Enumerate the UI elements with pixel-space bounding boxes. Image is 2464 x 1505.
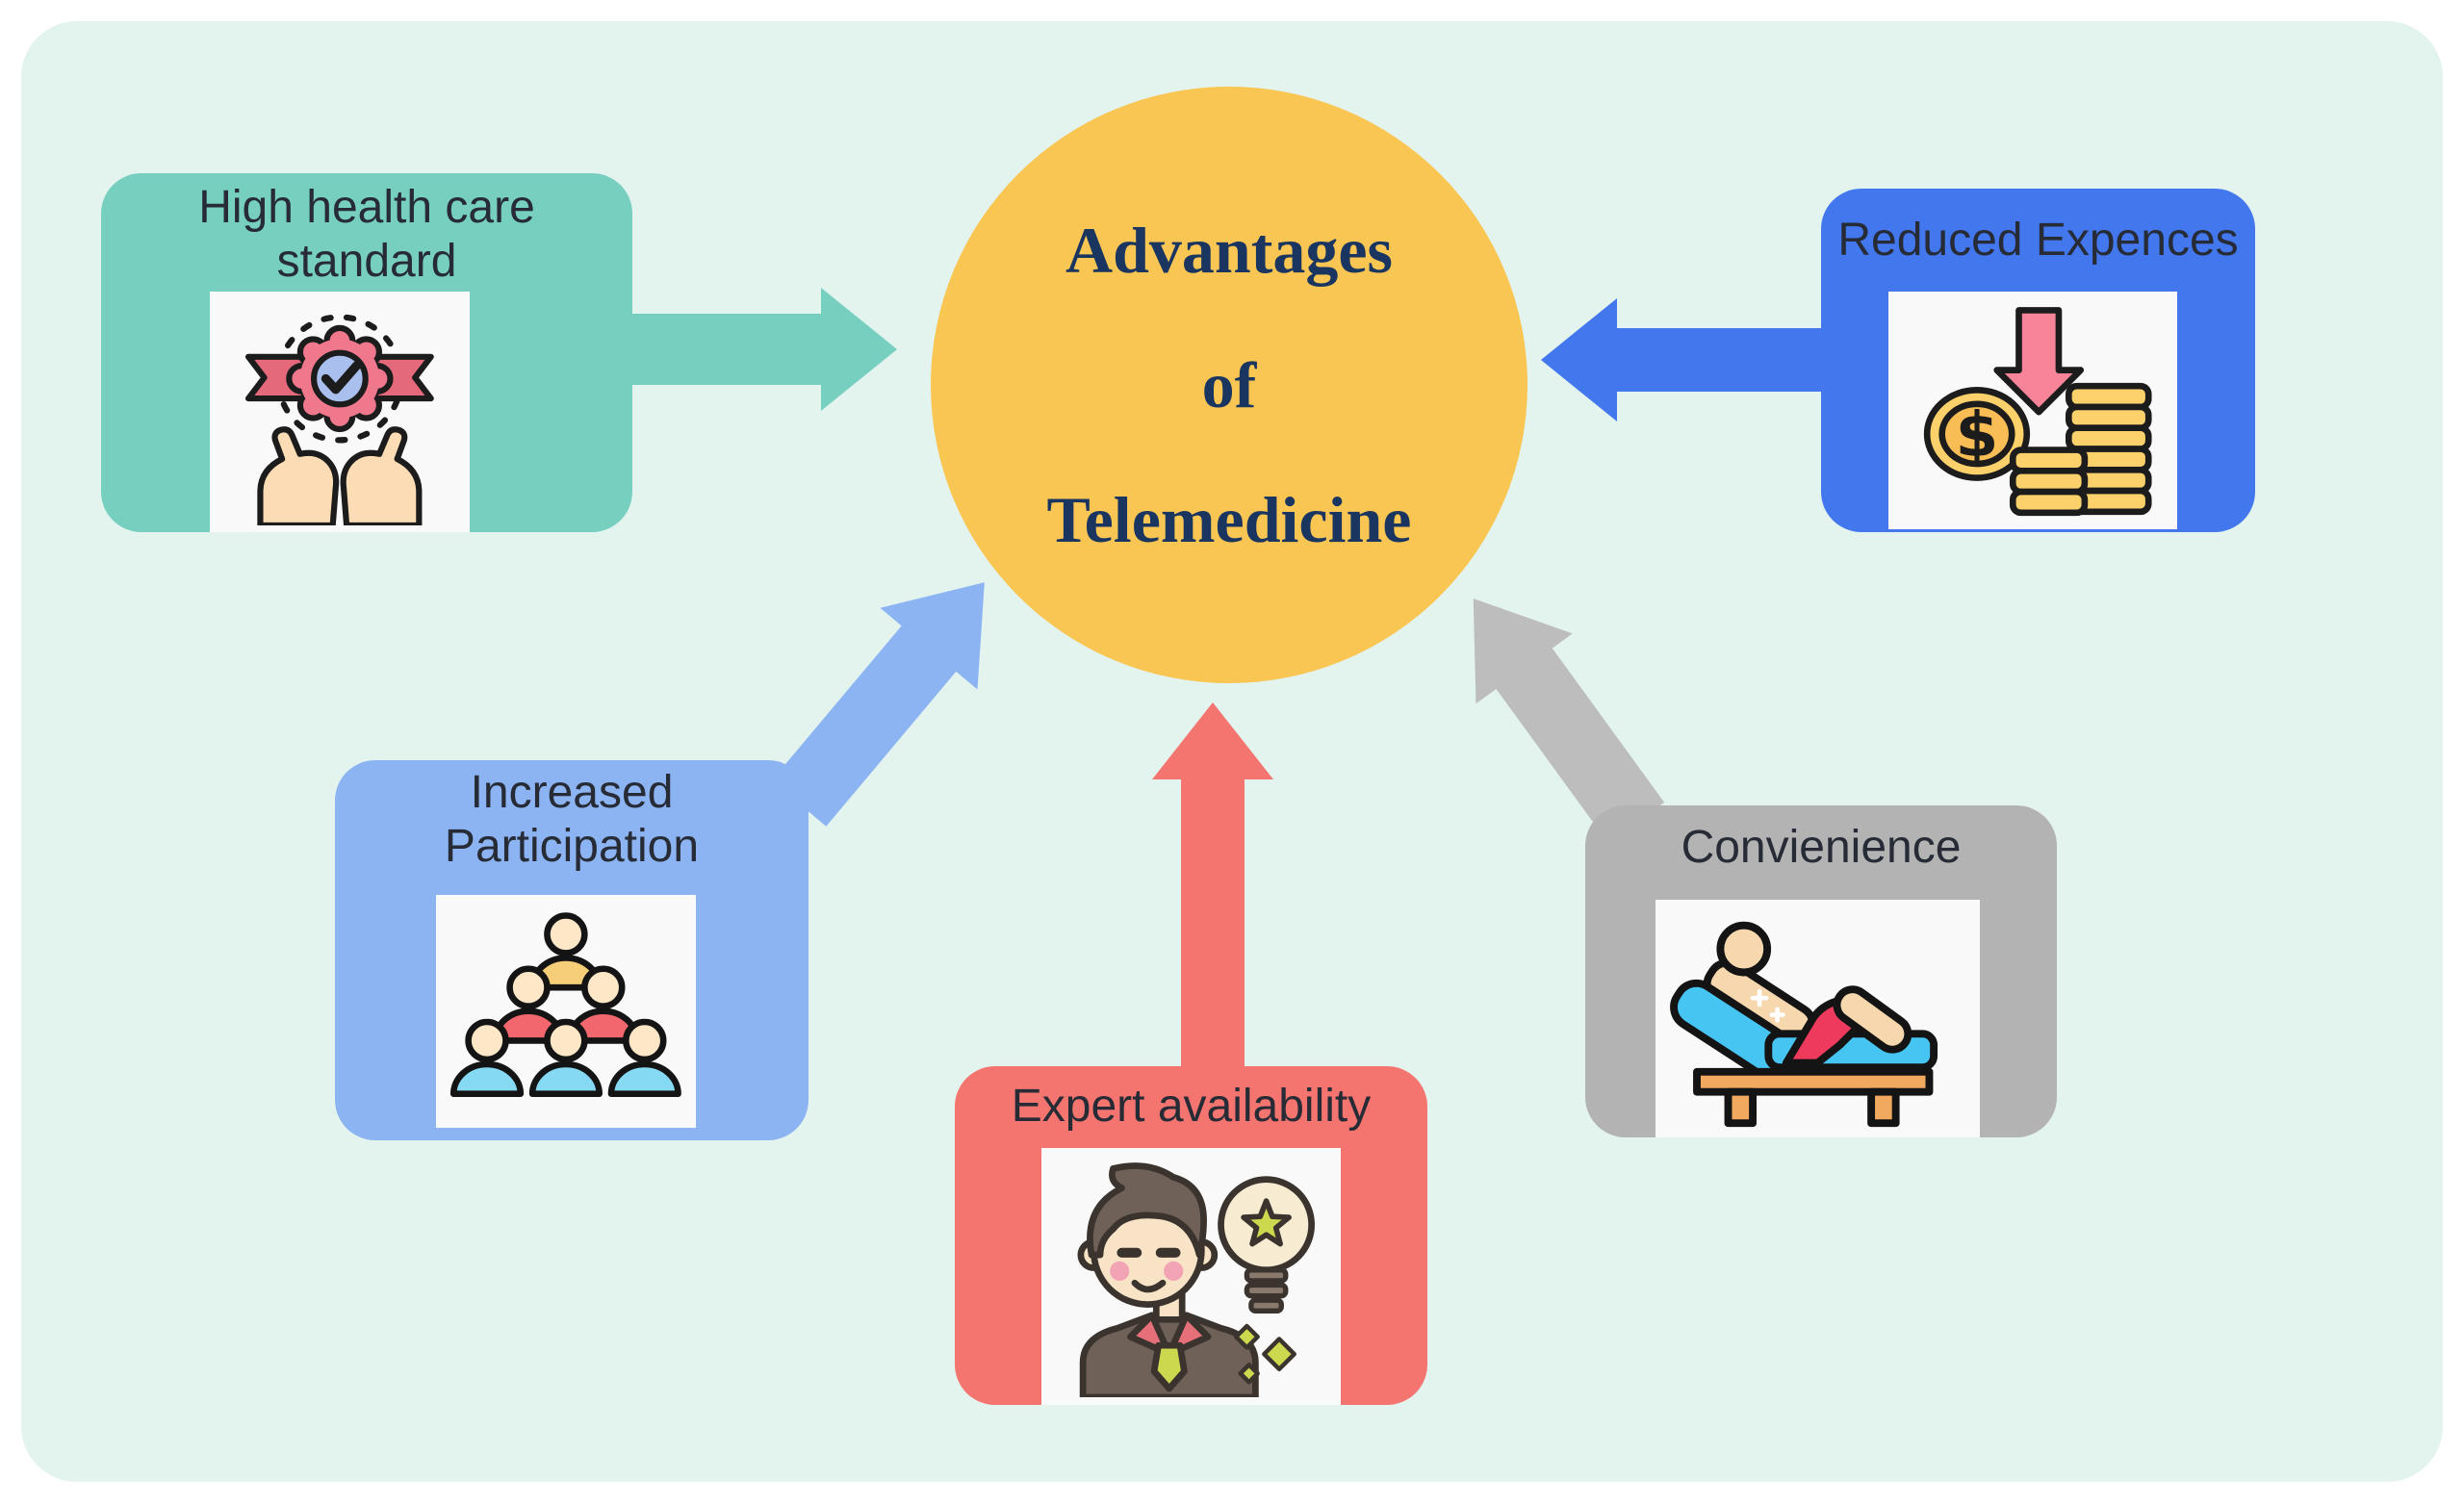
node-label: Increased Participation bbox=[335, 760, 808, 874]
node-label-line: Increased bbox=[470, 767, 674, 818]
node-label: Convienience bbox=[1585, 805, 2057, 875]
center-title-line: of bbox=[1201, 348, 1257, 421]
cost-reduction-icon: $ bbox=[1888, 292, 2177, 529]
node-label-line: Participation bbox=[444, 821, 700, 872]
node-convienience: Convienience bbox=[1585, 805, 2057, 1137]
node-label-line: High health care bbox=[198, 182, 535, 233]
award-in-hands-icon bbox=[210, 292, 470, 532]
node-expert-availability: Expert availability bbox=[955, 1066, 1427, 1405]
recliner-patient-icon bbox=[1656, 900, 1980, 1137]
center-title-line: Telemedicine bbox=[1046, 483, 1412, 556]
node-label: High health care standard bbox=[101, 173, 632, 289]
center-circle: Advantages of Telemedicine bbox=[931, 87, 1527, 683]
node-label-line: Reduced Expences bbox=[1837, 215, 2239, 266]
node-reduced-expences: Reduced Expences $ bbox=[1821, 189, 2255, 532]
people-pyramid-icon bbox=[436, 895, 696, 1128]
node-label-line: Convienience bbox=[1681, 822, 1962, 873]
center-title-line: Advantages bbox=[1065, 214, 1394, 287]
node-label: Expert availability bbox=[955, 1066, 1427, 1134]
node-label-line: standard bbox=[276, 236, 457, 287]
node-label: Reduced Expences bbox=[1821, 189, 2255, 268]
node-increased-participation: Increased Participation bbox=[335, 760, 808, 1140]
node-high-health-care-standard: High health care standard bbox=[101, 173, 632, 532]
svg-text:$: $ bbox=[1956, 399, 1999, 472]
node-label-line: Expert availability bbox=[1011, 1081, 1372, 1132]
expert-lightbulb-icon bbox=[1041, 1148, 1341, 1405]
